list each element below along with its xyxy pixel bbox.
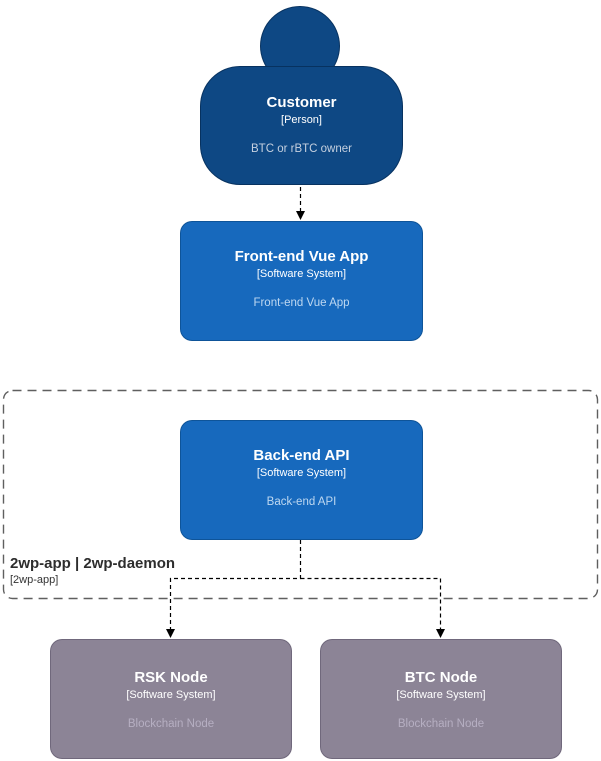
node-type-label: [Software System] — [256, 467, 347, 479]
node-backend-api: Back-end API [Software System] Back-end … — [180, 420, 423, 540]
node-type-label: [Software System] — [396, 689, 486, 701]
node-title: Customer — [266, 94, 337, 111]
node-type-label: [Software System] — [256, 268, 347, 280]
node-description: Blockchain Node — [397, 718, 485, 730]
node-description: BTC or rBTC owner — [251, 143, 352, 155]
node-description: Back-end API — [266, 496, 337, 508]
boundary-label: 2wp-app | 2wp-daemon [2wp-app] — [10, 554, 175, 587]
node-title: BTC Node — [404, 669, 478, 686]
node-rsk-node: RSK Node [Software System] Blockchain No… — [50, 639, 292, 759]
node-type-label: [Software System] — [126, 689, 216, 701]
boundary-type-label: [2wp-app] — [10, 574, 59, 586]
node-btc-node: BTC Node [Software System] Blockchain No… — [320, 639, 562, 759]
node-frontend-vue-app: Front-end Vue App [Software System] Fron… — [180, 221, 423, 341]
node-title: Back-end API — [253, 447, 350, 464]
node-description: Front-end Vue App — [253, 297, 350, 309]
node-title: RSK Node — [134, 669, 208, 686]
node-title: Front-end Vue App — [234, 248, 369, 265]
node-description: Blockchain Node — [127, 718, 215, 730]
edge-backend-rsk — [166, 540, 302, 638]
node-type-label: [Person] — [281, 114, 322, 126]
edge-backend-btc — [300, 577, 445, 638]
boundary-title: 2wp-app | 2wp-daemon — [10, 555, 176, 572]
node-customer-person: Customer [Person] BTC or rBTC owner — [200, 66, 403, 185]
